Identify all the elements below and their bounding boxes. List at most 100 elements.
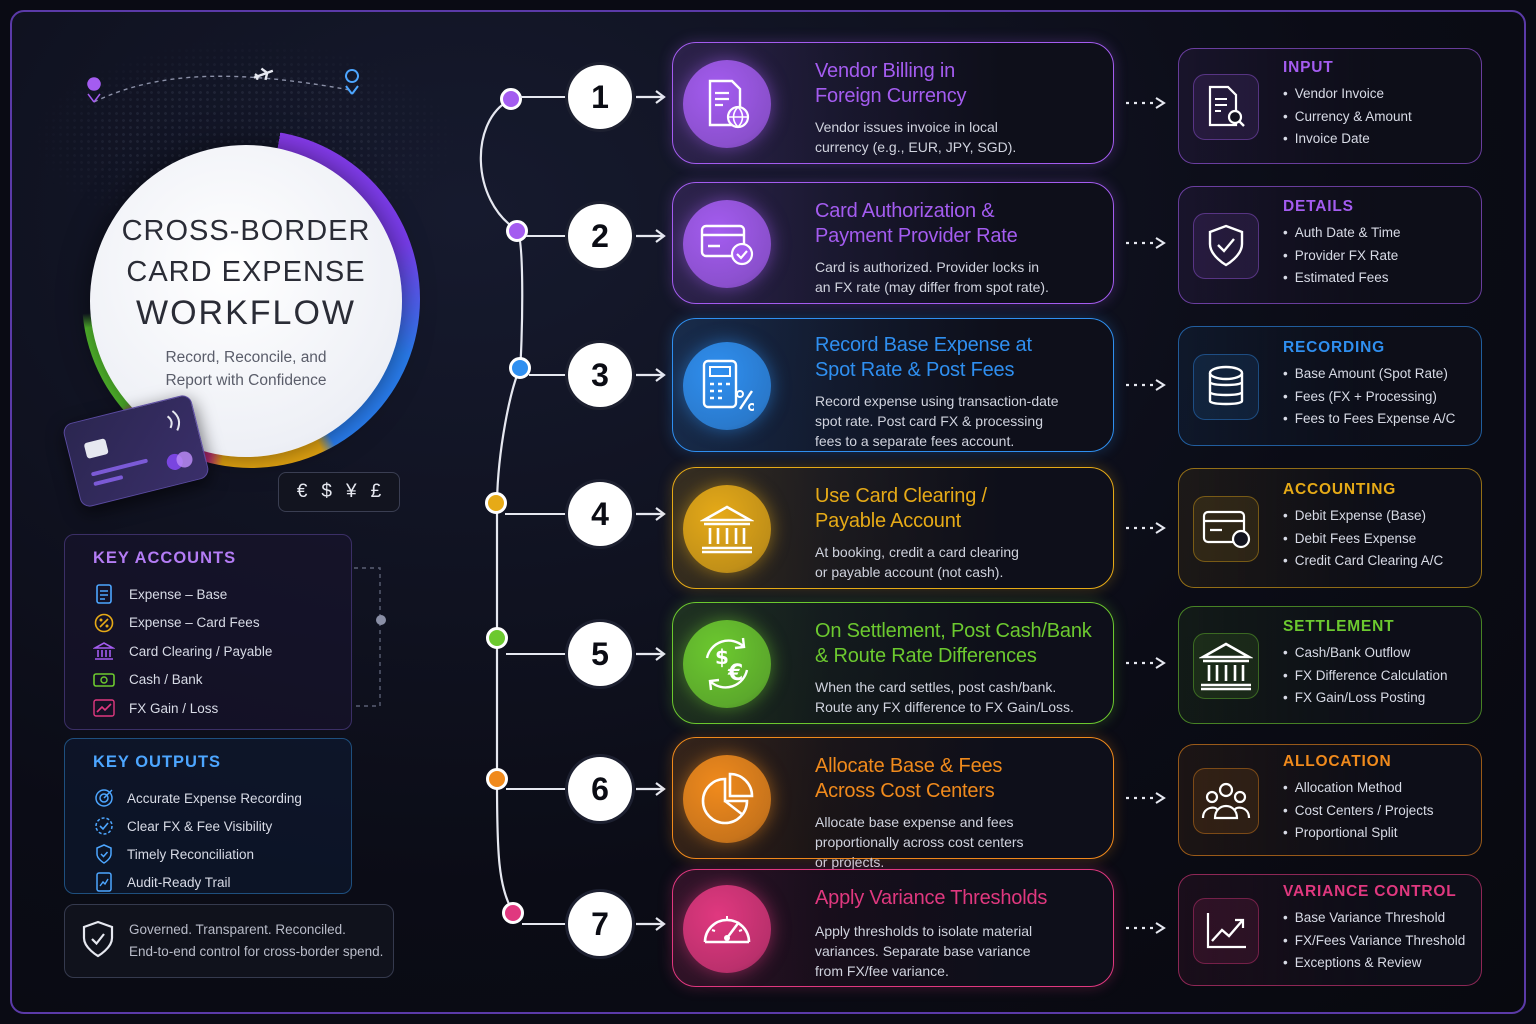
location-pin-icon [87, 77, 101, 103]
step-card: $€ On Settlement, Post Cash/Bank & Route… [672, 602, 1114, 724]
chart-up-icon [1193, 898, 1259, 964]
step-title-line: On Settlement, Post Cash/Bank [815, 620, 1092, 642]
step-description-line: spot rate. Post card FX & processing [815, 413, 1043, 429]
info-card: ACCOUNTING Debit Expense (Base) Debit Fe… [1178, 468, 1482, 588]
hero-subtitle-line: Report with Confidence [165, 371, 327, 389]
key-account-item: Expense – Card Fees [93, 609, 323, 638]
bank-icon [683, 485, 771, 573]
pound-symbol: £ [370, 481, 382, 502]
timeline-dot [509, 357, 531, 379]
info-item: Exceptions & Review [1283, 952, 1471, 975]
dashed-arrow-icon [1126, 379, 1166, 391]
key-account-item: Card Clearing / Payable [93, 637, 323, 666]
key-account-label: Expense – Base [129, 586, 228, 602]
step-card: Vendor Billing in Foreign Currency Vendo… [672, 42, 1114, 164]
info-item: Estimated Fees [1283, 267, 1471, 290]
step-title-line: Allocate Base & Fees [815, 755, 1003, 777]
arrow-right-icon [636, 647, 666, 661]
info-item: Cost Centers / Projects [1283, 800, 1471, 823]
governed-banner: Governed. Transparent. Reconciled. End-t… [64, 904, 394, 978]
step-number-badge: 7 [568, 892, 632, 956]
step-title-line: Record Base Expense at [815, 334, 1032, 356]
info-card: DETAILS Auth Date & Time Provider FX Rat… [1178, 186, 1482, 304]
step-title: Card Authorization & Payment Provider Ra… [815, 199, 1095, 249]
step-title: Use Card Clearing / Payable Account [815, 484, 1095, 534]
step-title-line: Payable Account [815, 510, 961, 532]
step-description: Allocate base expense and fees proportio… [815, 812, 1095, 872]
bank-icon [93, 640, 115, 662]
step-description: Record expense using transaction-date sp… [815, 391, 1095, 451]
euro-symbol: € [296, 481, 308, 502]
step-number-badge: 2 [568, 204, 632, 268]
info-item: FX/Fees Variance Threshold [1283, 930, 1471, 953]
info-heading: RECORDING [1283, 339, 1385, 356]
svg-text:€: € [727, 661, 743, 686]
invoice-search-icon [1193, 74, 1259, 140]
step-title-line: Use Card Clearing / [815, 485, 987, 507]
report-icon [93, 871, 115, 893]
step-title-line: Card Authorization & [815, 200, 995, 222]
key-output-label: Timely Reconciliation [127, 846, 255, 862]
info-card: ALLOCATION Allocation Method Cost Center… [1178, 744, 1482, 856]
info-heading: DETAILS [1283, 198, 1354, 215]
info-item: Fees (FX + Processing) [1283, 386, 1471, 409]
people-icon [1193, 768, 1259, 834]
info-item: Invoice Date [1283, 128, 1471, 151]
credit-card-graphic [61, 393, 211, 509]
pie-chart-icon [683, 755, 771, 843]
hero-title-line: CARD EXPENSE [126, 255, 366, 288]
step-description-line: Record expense using transaction-date [815, 393, 1059, 409]
info-item: Debit Fees Expense [1283, 528, 1471, 551]
timeline-dot [502, 902, 524, 924]
step-title: Apply Variance Thresholds [815, 886, 1095, 911]
card-clock-icon [1193, 496, 1259, 562]
currency-symbols: € $ ¥ £ [278, 472, 400, 512]
step-description: Vendor issues invoice in local currency … [815, 117, 1095, 157]
step-description-line: When the card settles, post cash/bank. [815, 679, 1057, 695]
governed-line: End-to-end control for cross-border spen… [129, 944, 384, 959]
info-item: FX Difference Calculation [1283, 665, 1471, 688]
step-description: When the card settles, post cash/bank. R… [815, 677, 1095, 717]
info-card: INPUT Vendor Invoice Currency & Amount I… [1178, 48, 1482, 164]
governed-line: Governed. Transparent. Reconciled. [129, 922, 346, 937]
step-description-line: fees to a separate fees account. [815, 433, 1015, 449]
key-outputs-heading: KEY OUTPUTS [93, 753, 222, 771]
key-accounts-panel: KEY ACCOUNTS Expense – Base Expense – Ca… [64, 534, 352, 730]
info-heading: INPUT [1283, 59, 1334, 76]
step-card: Apply Variance Thresholds Apply threshol… [672, 869, 1114, 987]
key-accounts-heading: KEY ACCOUNTS [93, 549, 237, 567]
info-item: Debit Expense (Base) [1283, 505, 1471, 528]
info-item: Allocation Method [1283, 777, 1471, 800]
timeline-dot [506, 220, 528, 242]
info-item: FX Gain/Loss Posting [1283, 687, 1471, 710]
location-pin-icon [345, 69, 359, 95]
hero-subtitle-line: Record, Reconcile, and [165, 348, 327, 366]
step-description-line: an FX rate (may differ from spot rate). [815, 279, 1049, 295]
timeline-dot [486, 627, 508, 649]
step-description-line: currency (e.g., EUR, JPY, SGD). [815, 139, 1017, 155]
dashed-arrow-icon [1126, 657, 1166, 669]
key-account-label: Expense – Card Fees [129, 615, 260, 631]
key-output-item: Audit-Ready Trail [93, 868, 323, 896]
key-output-item: Clear FX & Fee Visibility [93, 812, 323, 840]
key-output-item: Timely Reconciliation [93, 840, 323, 868]
step-description: At booking, credit a card clearing or pa… [815, 542, 1095, 582]
info-heading: ALLOCATION [1283, 753, 1392, 770]
step-number-badge: 5 [568, 622, 632, 686]
step-description: Card is authorized. Provider locks in an… [815, 257, 1095, 297]
key-output-item: Accurate Expense Recording [93, 784, 323, 812]
step-card: Allocate Base & Fees Across Cost Centers… [672, 737, 1114, 870]
credit-card-icon [84, 410, 193, 486]
info-card: SETTLEMENT Cash/Bank Outflow FX Differen… [1178, 606, 1482, 724]
step-description-line: At booking, credit a card clearing [815, 544, 1019, 560]
key-output-label: Audit-Ready Trail [127, 874, 231, 890]
bank-icon [1193, 633, 1259, 699]
key-account-label: FX Gain / Loss [129, 700, 219, 716]
step-description-line: Card is authorized. Provider locks in [815, 259, 1040, 275]
step-title-line: Foreign Currency [815, 85, 967, 107]
step-description-line: or projects. [815, 854, 885, 870]
step-description-line: Route any FX difference to FX Gain/Loss. [815, 699, 1074, 715]
step-title: Record Base Expense at Spot Rate & Post … [815, 333, 1095, 383]
key-output-label: Clear FX & Fee Visibility [127, 818, 273, 834]
info-item: Fees to Fees Expense A/C [1283, 408, 1471, 431]
